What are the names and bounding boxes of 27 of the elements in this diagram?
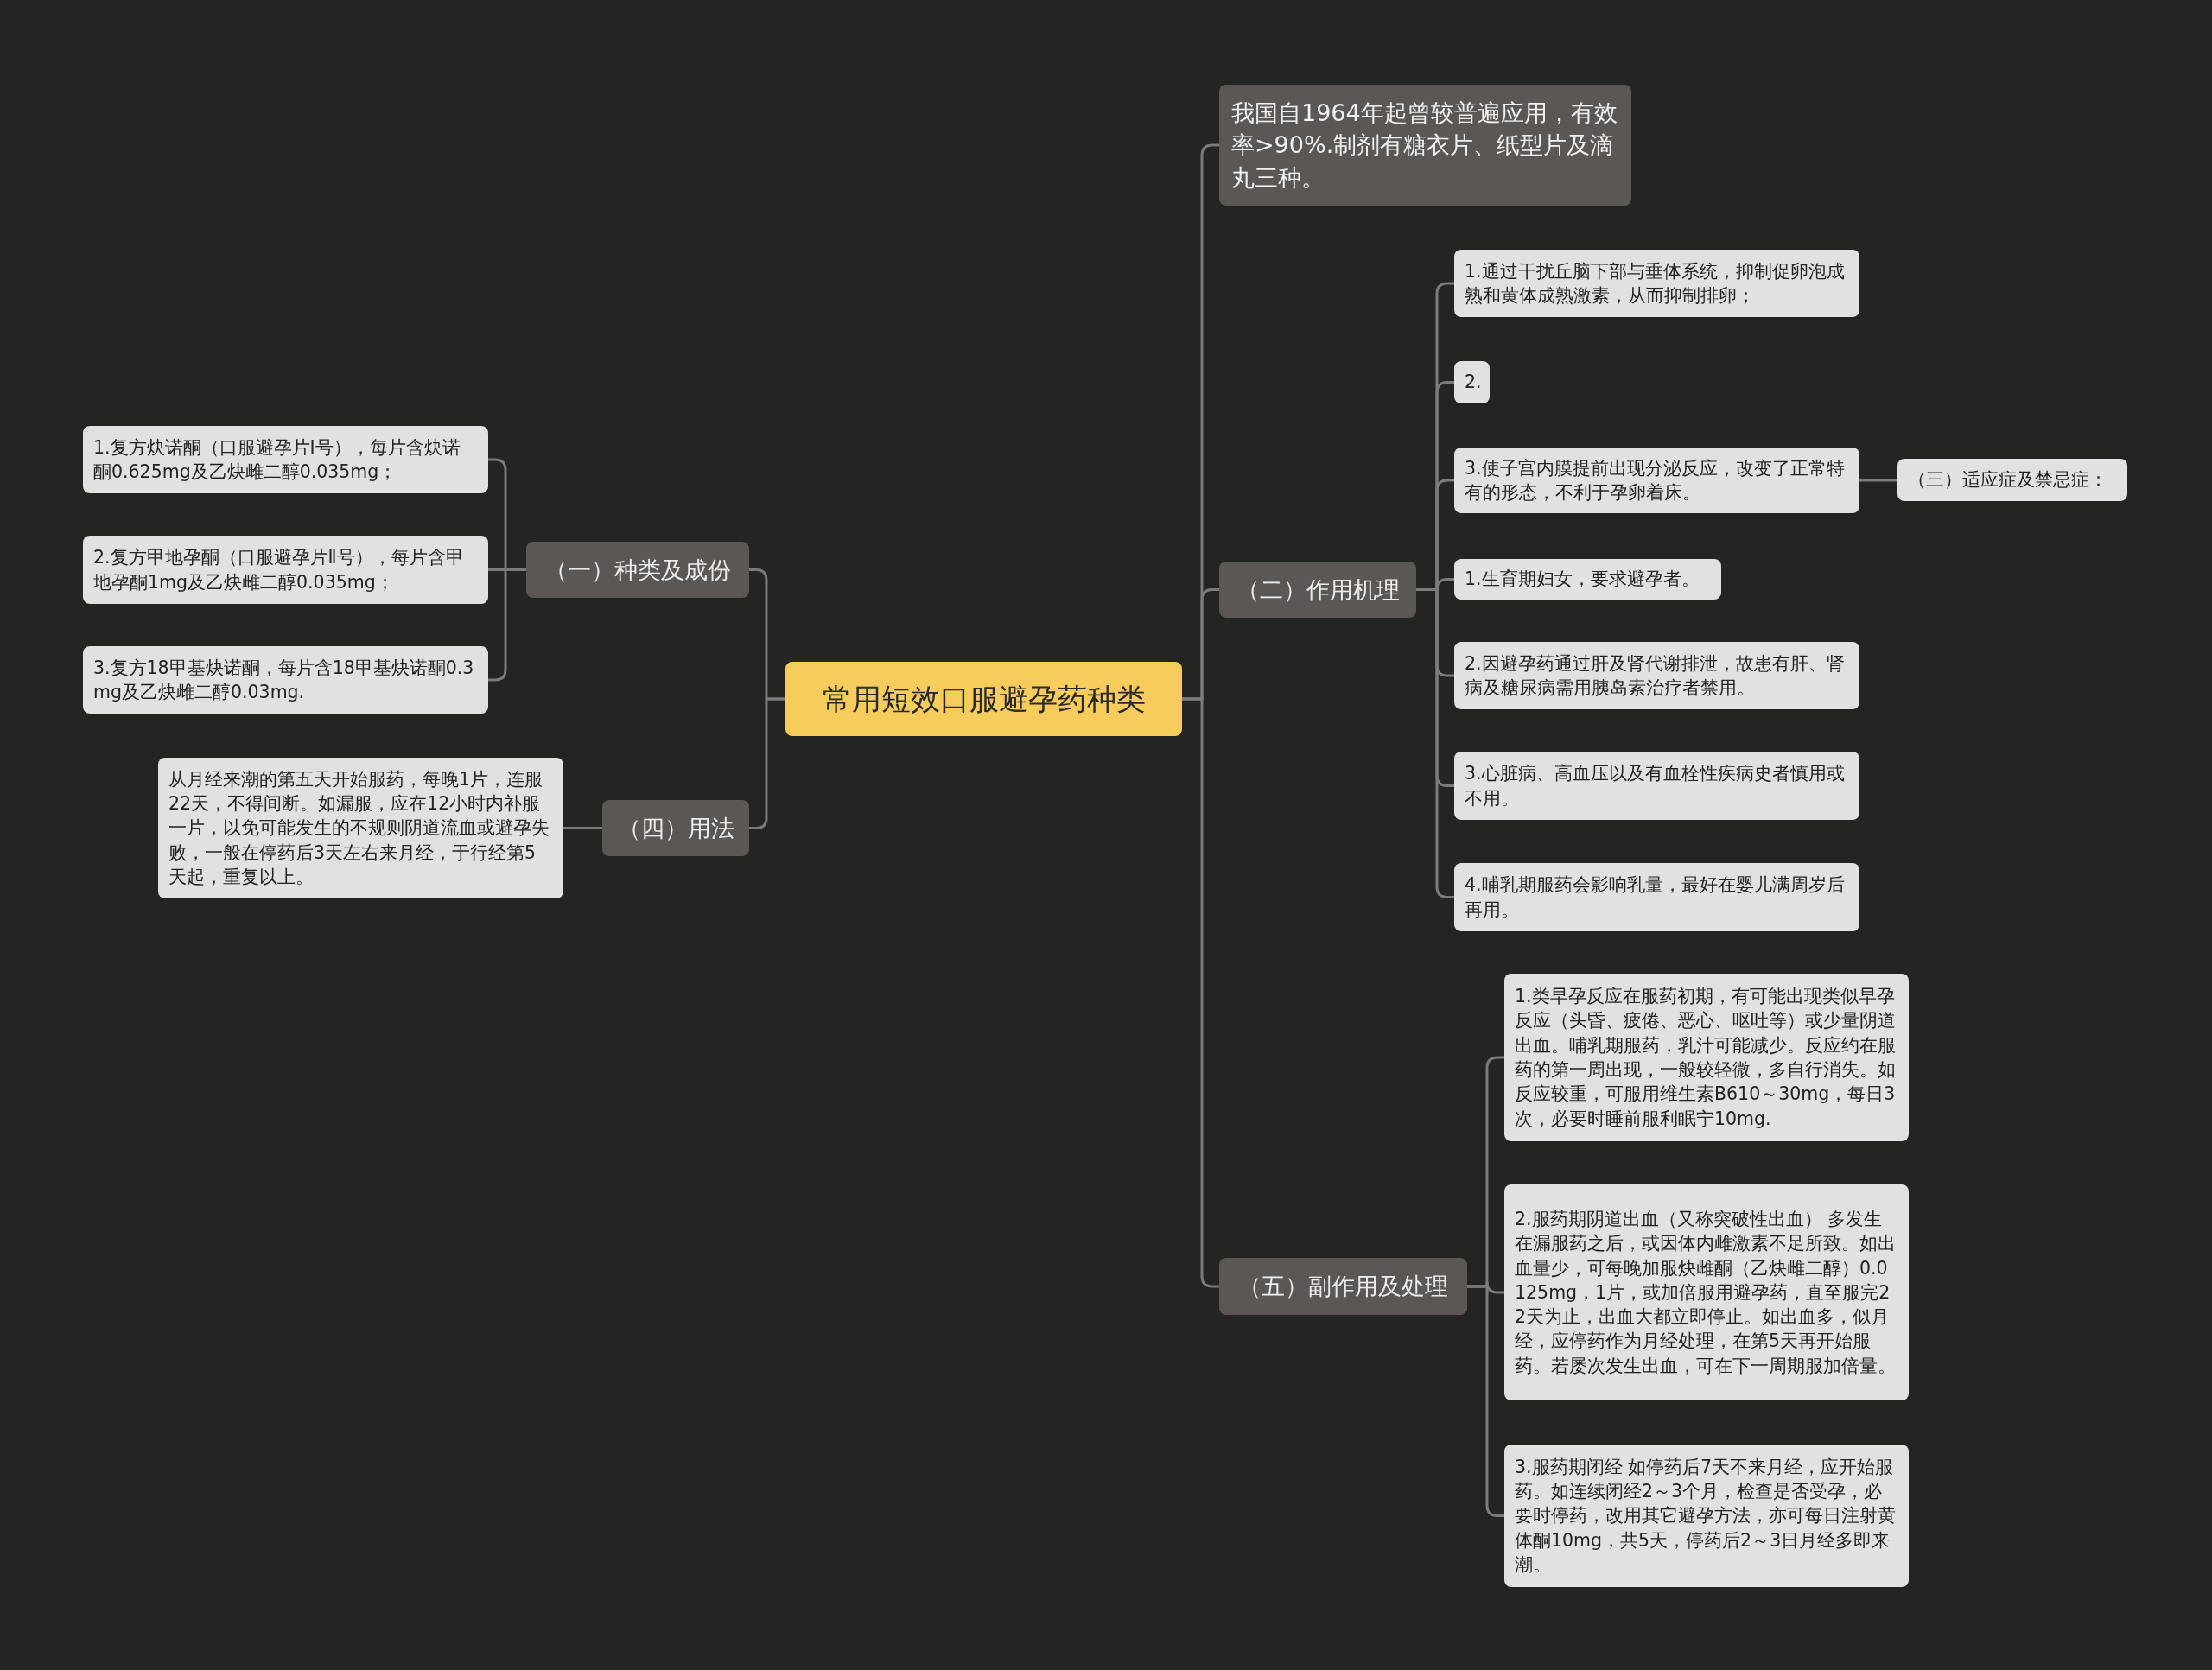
subtopic-box: 1.类早孕反应在服药初期，有可能出现类似早孕反应（头昏、疲倦、恶心、呕吐等）或少量阴道出血。哺乳期服药，乳汁可能减少。反应约在服药的第一周出现，一般较轻微，多自行消失。如反应较重，可服用维生素B610～30mg，每日3次，必要时睡前服利眠宁10mg. <box>1504 974 1909 1141</box>
branch-topic: （四）用法 <box>602 800 749 856</box>
central-topic: 常用短效口服避孕药种类 <box>785 662 1182 736</box>
subtopic-box: 1.生育期妇女，要求避孕者。 <box>1454 559 1721 600</box>
connector-line <box>749 697 785 829</box>
subtopic-box: 3.使子宫内膜提前出现分泌反应，改变了正常特有的形态，不利于孕卵着床。 <box>1454 448 1859 513</box>
subtopic-box: 2.因避孕药通过肝及肾代谢排泄，故患有肝、肾病及糖尿病需用胰岛素治疗者禁用。 <box>1454 642 1859 709</box>
connector-line <box>1859 479 1897 482</box>
connector-line <box>1467 1285 1504 1517</box>
connector-line <box>1182 697 1219 1288</box>
subtopic-box: 3.服药期闭经 如停药后7天不来月经，应开始服药。如连续闭经2～3个月，检查是否受孕，必要时停药，改用其它避孕方法，亦可每日注射黄体酮10mg，共5天，停药后2～3日月经多即来潮。 <box>1504 1445 1909 1587</box>
connector-line <box>563 827 602 829</box>
note-box: 我国自1964年起曾较普遍应用，有效率>90%.制剂有糖衣片、纸型片及滴丸三种。 <box>1219 85 1631 206</box>
subtopic-box: （三）适应症及禁忌症： <box>1897 459 2127 501</box>
subtopic-box: 4.哺乳期服药会影响乳量，最好在婴儿满周岁后再用。 <box>1454 863 1859 931</box>
branch-topic: （五）副作用及处理 <box>1219 1258 1467 1315</box>
subtopic-box: 1.复方炔诺酮（口服避孕片Ⅰ号），每片含炔诺酮0.625mg及乙炔雌二醇0.035mg； <box>83 426 488 493</box>
subtopic-box: 2.复方甲地孕酮（口服避孕片Ⅱ号），每片含甲地孕酮1mg及乙炔雌二醇0.035mg； <box>83 536 488 604</box>
subtopic-box: 2.服药期阴道出血（又称突破性出血） 多发生在漏服药之后，或因体内雌激素不足所致。如出血量少，可每晚加服炔雌酮（乙炔雌二醇）0.0125mg，1片，或加倍服用避孕药，直至服完22天为止，出血大都立即停止。如出血多，似月经，应停药作为月经处理，在第5天再开始服药。若屡次发生出血，可在下一周期服加倍量。 <box>1504 1184 1909 1400</box>
subtopic-box: 2. <box>1454 361 1490 403</box>
subtopic-box: 3.心脏病、高血压以及有血栓性疾病史者慎用或不用。 <box>1454 752 1859 820</box>
branch-topic: （一）种类及成份 <box>526 542 749 598</box>
subtopic-box: 3.复方18甲基炔诺酮，每片含18甲基炔诺酮0.3mg及乙炔雌二醇0.03mg. <box>83 646 488 714</box>
subtopic-box: 从月经来潮的第五天开始服药，每晚1片，连服22天，不得间断。如漏服，应在12小时内补服一片，以免可能发生的不规则阴道流血或避孕失败，一般在停药后3天左右来月经，于行经第5天起，重复以上。 <box>158 758 563 898</box>
connector-line <box>488 568 526 682</box>
subtopic-box: 1.通过干扰丘脑下部与垂体系统，抑制促卵泡成熟和黄体成熟激素，从而抑制排卵； <box>1454 250 1859 317</box>
branch-topic: （二）作用机理 <box>1219 562 1416 618</box>
